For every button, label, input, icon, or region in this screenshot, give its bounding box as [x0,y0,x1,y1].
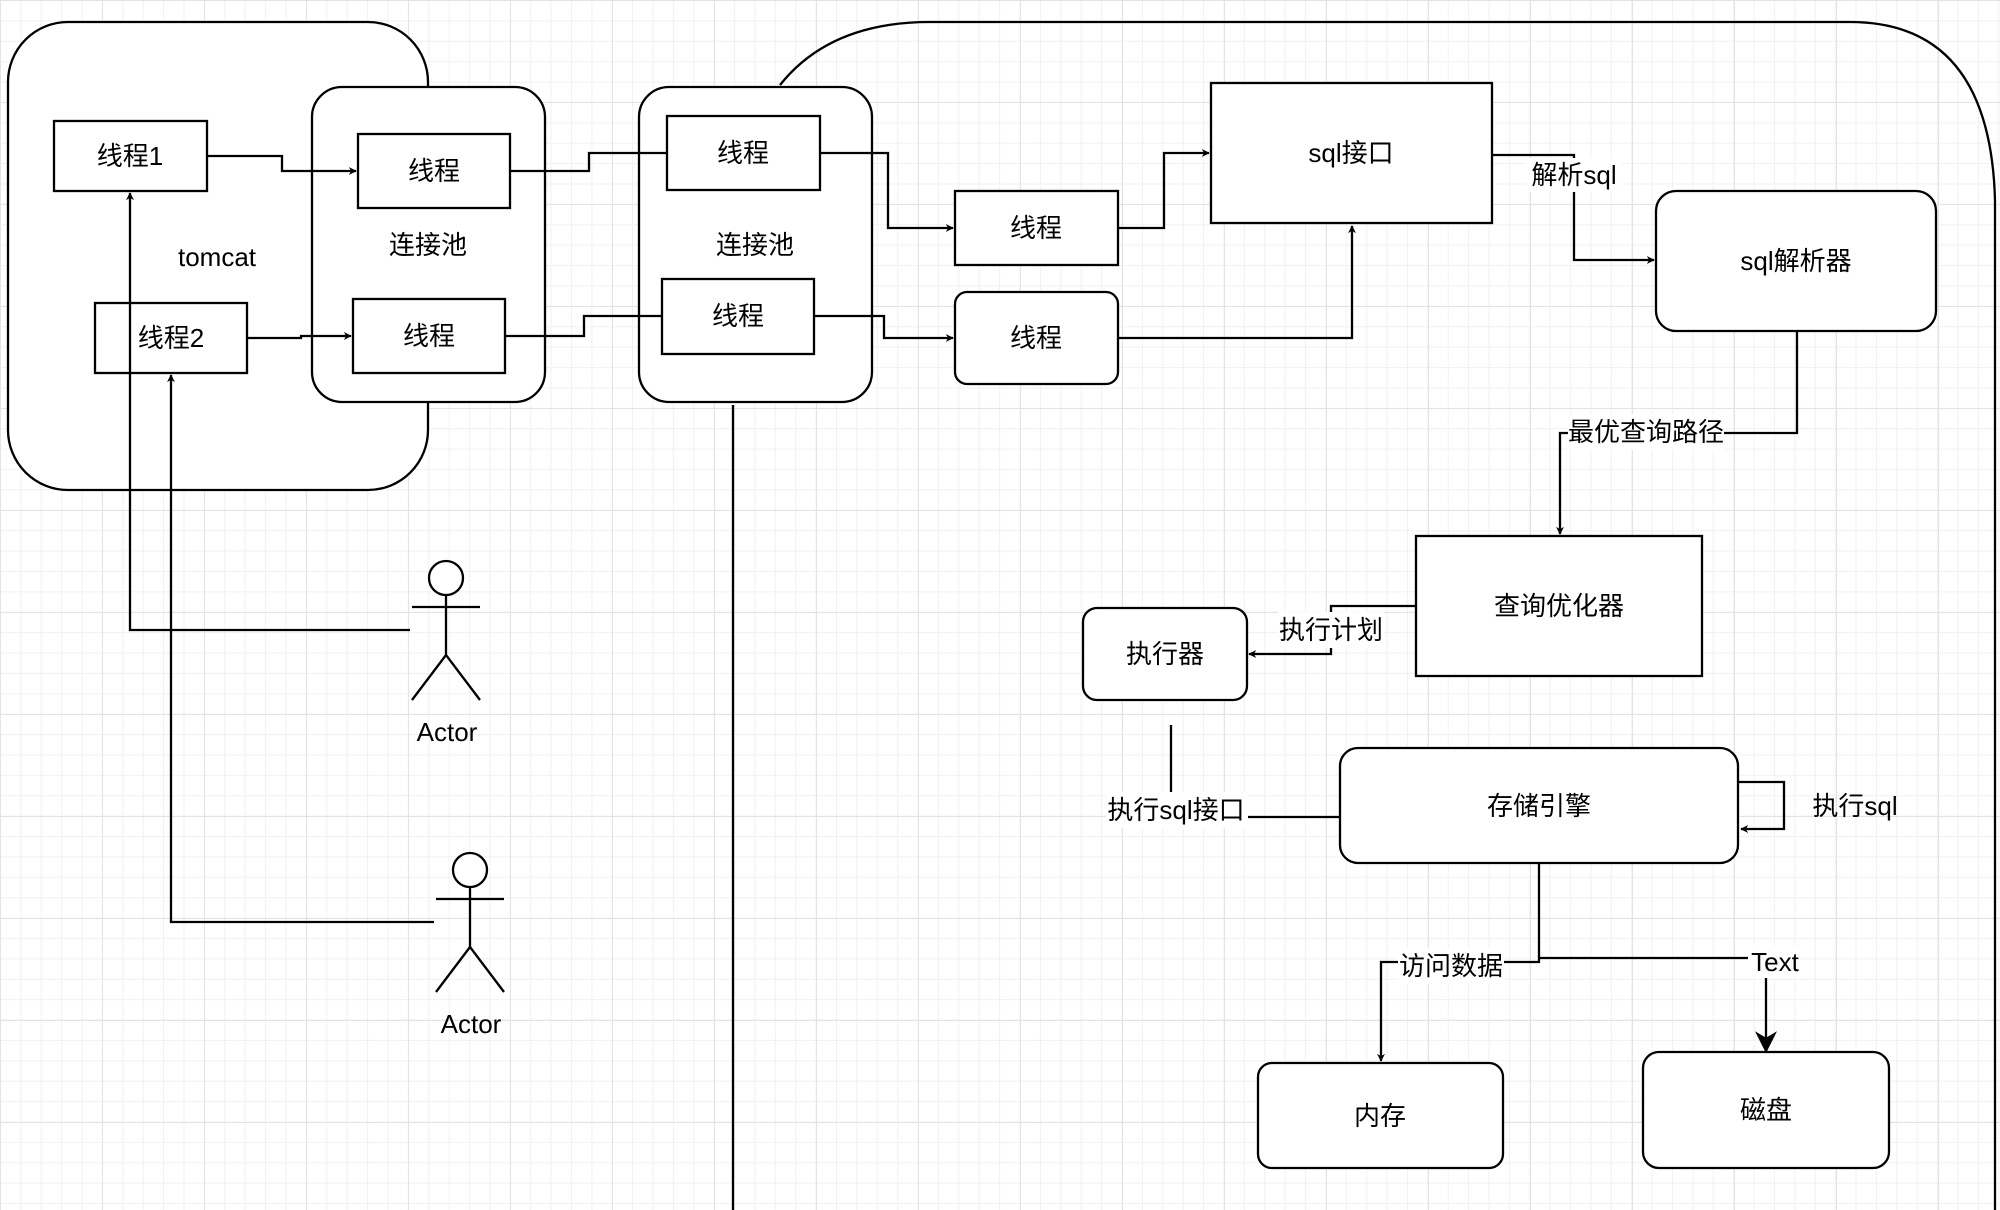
edge-thread-to-sql-interface-top [1118,149,1210,230]
edge-pool-to-server-thread-top [820,151,954,232]
edge-thread-to-sql-interface-bottom [1118,225,1356,340]
sql-parser-label: sql解析器 [1740,246,1851,276]
thread2-label: 线程2 [138,323,204,353]
edge-label-exec-sql-interface: 执行sql接口 [1107,795,1244,825]
pool-right-thread-top-box[interactable] [665,114,822,192]
query-optimizer-label: 查询优化器 [1494,591,1624,621]
edge-storage-to-disk [1539,956,1777,1054]
disk-label: 磁盘 [1740,1095,1792,1125]
sql-interface-box[interactable] [1209,81,1494,225]
edge-label-access-data: 访问数据 [1399,951,1503,981]
edge-sql-interface-to-parser [1492,153,1655,264]
pool-left-thread-bottom-box[interactable] [351,297,507,375]
actor2-head [451,851,489,889]
edge-storage-self-loop [1738,780,1786,833]
disk-box[interactable] [1641,1050,1891,1170]
edge-pool-bottom-link [505,314,662,338]
connection-pool-left-label: 连接池 [389,230,467,260]
thread1-box[interactable] [52,119,209,193]
connection-pool-right-label: 连接池 [716,230,794,260]
edge-label-text: Text [1751,947,1799,977]
memory-box[interactable] [1256,1061,1505,1170]
actor1-head [427,559,465,597]
server-thread-top-box[interactable] [953,189,1120,267]
edge-label-optimal-path: 最优查询路径 [1568,417,1724,447]
edge-pool-top-link [510,151,667,173]
edge-pool-to-server-thread-bottom [814,314,954,342]
sql-interface-label: sql接口 [1308,138,1393,168]
storage-engine-label: 存储引擎 [1487,791,1591,821]
edge-actor1-to-thread1 [126,192,410,632]
edge-thread1-to-pool [207,154,357,175]
edge-label-exec-plan: 执行计划 [1279,615,1383,645]
storage-engine-box[interactable] [1338,746,1740,865]
actor1-body [411,595,481,701]
executor-box[interactable] [1081,606,1249,702]
edge-thread2-to-pool [247,332,352,340]
pool-right-thread-top-label: 线程 [717,138,769,168]
server-thread-top-label: 线程 [1010,213,1062,243]
query-optimizer-box[interactable] [1414,534,1704,678]
actor2-body [435,887,505,993]
pool-left-thread-bottom-label: 线程 [403,321,455,351]
edge-label-parse-sql: 解析sql [1531,160,1616,190]
sql-parser-box[interactable] [1654,189,1938,333]
pool-left-thread-top-box[interactable] [356,132,512,210]
tomcat-label: tomcat [178,242,257,272]
edge-label-exec-sql: 执行sql [1812,791,1897,821]
pool-right-thread-bottom-box[interactable] [660,277,816,356]
server-thread-bottom-box[interactable] [953,290,1120,386]
actor1-label: Actor [417,717,478,747]
actor2-label: Actor [441,1009,502,1039]
executor-label: 执行器 [1126,639,1204,669]
server-thread-bottom-label: 线程 [1010,323,1062,353]
edge-actor2-to-thread2 [167,374,434,924]
thread2-box[interactable] [93,301,249,375]
memory-label: 内存 [1354,1101,1406,1131]
pool-left-thread-top-label: 线程 [408,156,460,186]
thread1-label: 线程1 [97,141,163,171]
actor2[interactable]: Actor [167,374,505,1039]
mysql-server-container [731,20,1997,1210]
actor1[interactable]: Actor [126,192,481,747]
pool-right-thread-bottom-label: 线程 [712,301,764,331]
